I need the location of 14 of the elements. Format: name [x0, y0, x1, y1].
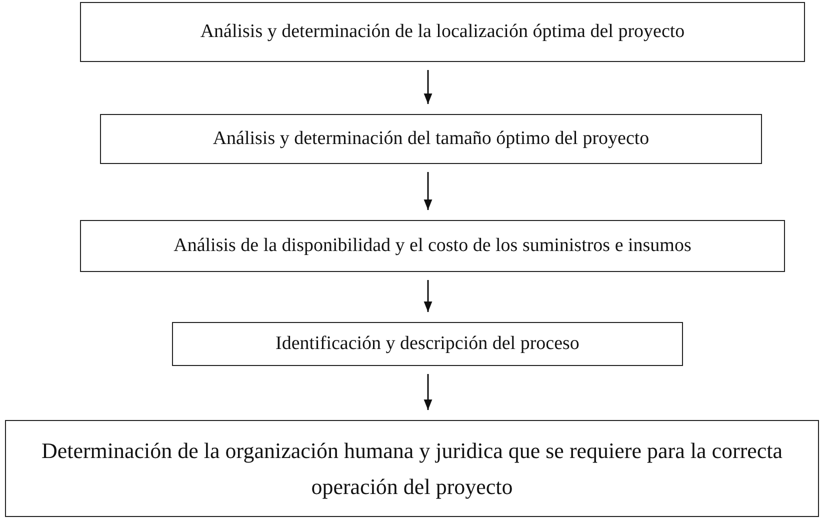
process-box [172, 322, 683, 366]
arrow [424, 374, 432, 410]
step-text: Análisis de la disponibilidad y el costo de los suministros e insumos [174, 234, 692, 258]
step-text: Análisis y determinación del tamaño óptimo del proyecto [212, 126, 650, 151]
step-text: Análisis y determinación de la localización óptima del proyecto [200, 20, 685, 44]
process-box [80, 2, 805, 62]
process-box [5, 420, 819, 517]
step-text: Identificación y descripción del proceso [276, 332, 580, 356]
process-box [100, 114, 762, 164]
step-text: Determinación de la organización humana y juridica que se requiere para la correcta operación del proyecto [40, 437, 784, 501]
arrow [424, 280, 432, 312]
arrow [424, 172, 432, 210]
arrow [424, 70, 432, 104]
process-box [80, 220, 785, 272]
